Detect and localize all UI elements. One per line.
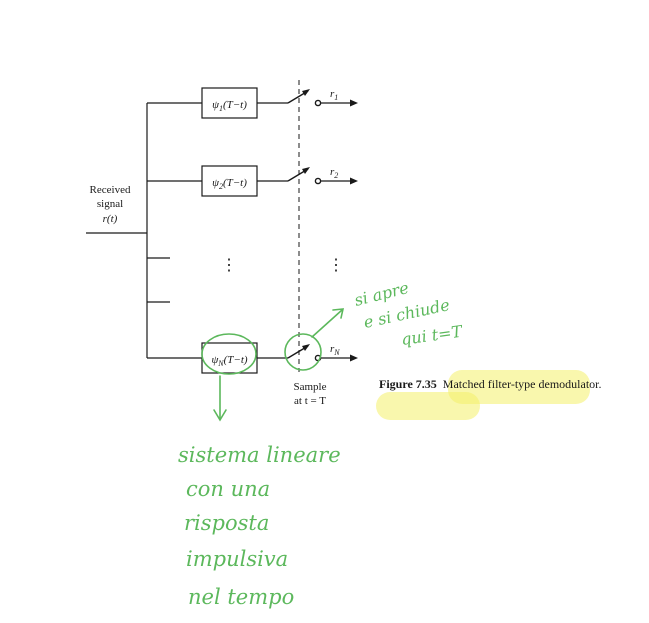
figure-number: Figure 7.35 xyxy=(379,377,437,391)
sampling-switches xyxy=(287,90,322,362)
input-label-line-2: signal xyxy=(97,198,123,210)
input-label-line-3: r(t) xyxy=(103,213,118,225)
handwritten-bottom-note: sistema lineare con una risposta impulsi… xyxy=(178,443,341,609)
figure-caption: Figure 7.35 Matched filter-type demodula… xyxy=(379,376,609,392)
svg-text:risposta: risposta xyxy=(184,511,269,535)
output-label-1: r1 xyxy=(330,88,338,102)
sample-label-line-1: Sample xyxy=(294,381,327,393)
svg-text:ψN(T−t): ψN(T−t) xyxy=(211,354,247,368)
wiring xyxy=(86,102,352,359)
caption-text: Matched filter-type demodulator. xyxy=(442,377,602,391)
svg-text:con una: con una xyxy=(186,477,270,501)
svg-text:sistema lineare: sistema lineare xyxy=(178,443,341,467)
handwritten-markup xyxy=(201,308,345,422)
svg-text:ψ1(T−t): ψ1(T−t) xyxy=(212,99,247,113)
input-label-line-1: Received xyxy=(90,184,131,196)
filter-ellipsis: ⋮ xyxy=(221,257,237,274)
output-label-2: r2 xyxy=(330,166,338,180)
output-ellipsis: ⋮ xyxy=(328,257,344,274)
output-arrowheads xyxy=(350,99,358,362)
caption-highlight-2 xyxy=(376,392,480,420)
handwritten-right-note: si apre e si chiude qui t=T xyxy=(352,278,464,349)
output-label-n: rN xyxy=(330,343,340,357)
switch-arrowheads xyxy=(302,89,310,351)
svg-text:impulsiva: impulsiva xyxy=(186,547,288,571)
svg-text:nel tempo: nel tempo xyxy=(188,585,294,609)
filter-box-2: ψ2(T−t) xyxy=(201,165,258,197)
filter-box-1: ψ1(T−t) xyxy=(201,87,258,119)
svg-text:qui t=T: qui t=T xyxy=(400,321,465,349)
sample-label-line-2: at t = T xyxy=(294,395,326,407)
svg-text:ψ2(T−t): ψ2(T−t) xyxy=(212,177,247,191)
